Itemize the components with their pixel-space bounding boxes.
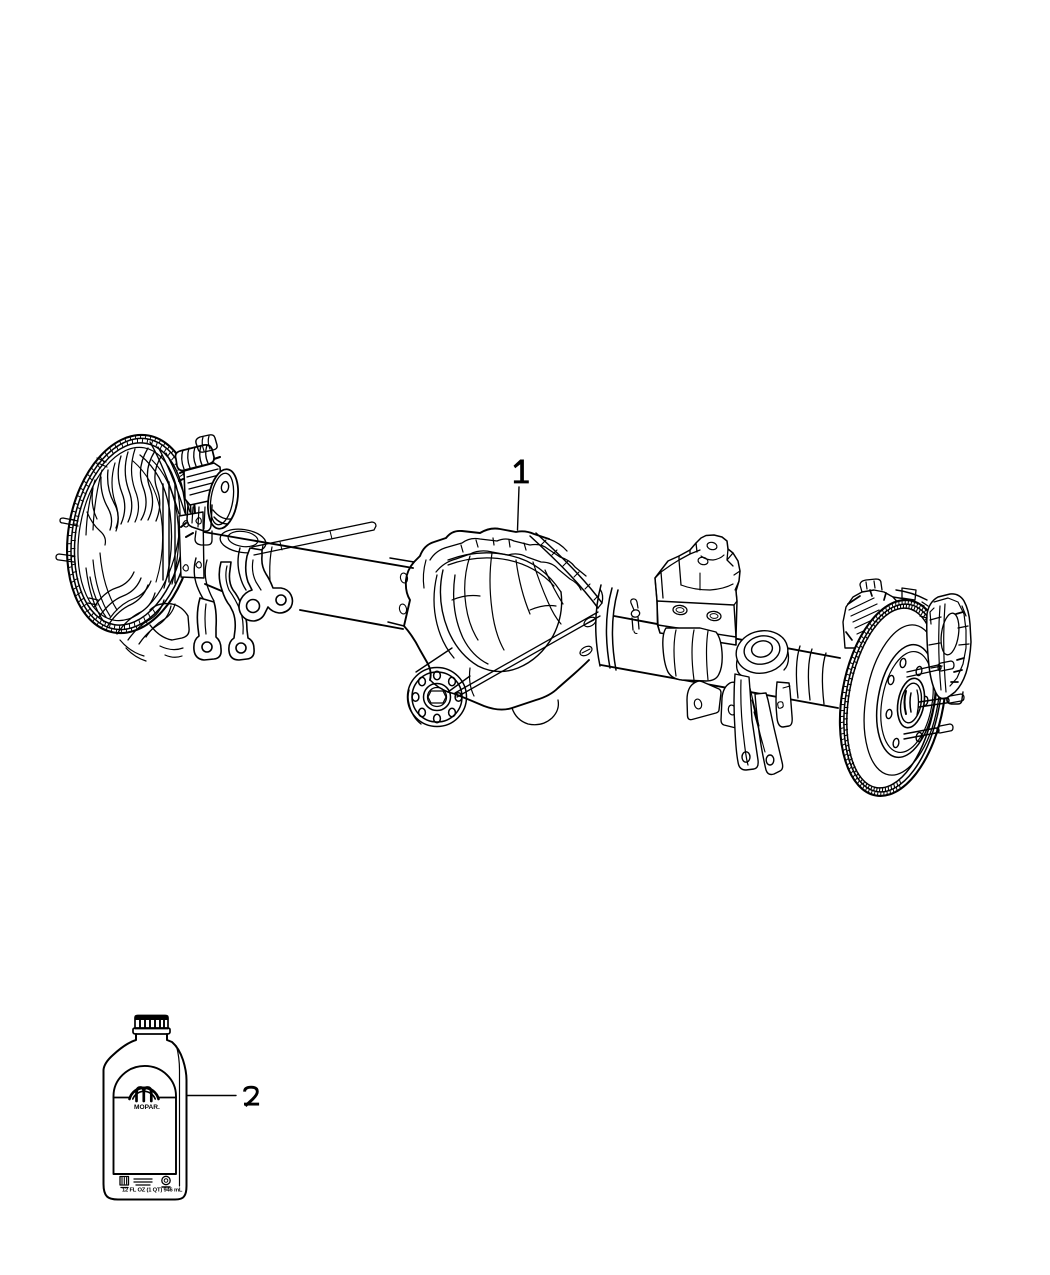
- svg-text:MOPAR.: MOPAR.: [134, 1104, 160, 1111]
- svg-text:12 FL OZ (1 QT) 946 mL: 12 FL OZ (1 QT) 946 mL: [122, 1188, 183, 1194]
